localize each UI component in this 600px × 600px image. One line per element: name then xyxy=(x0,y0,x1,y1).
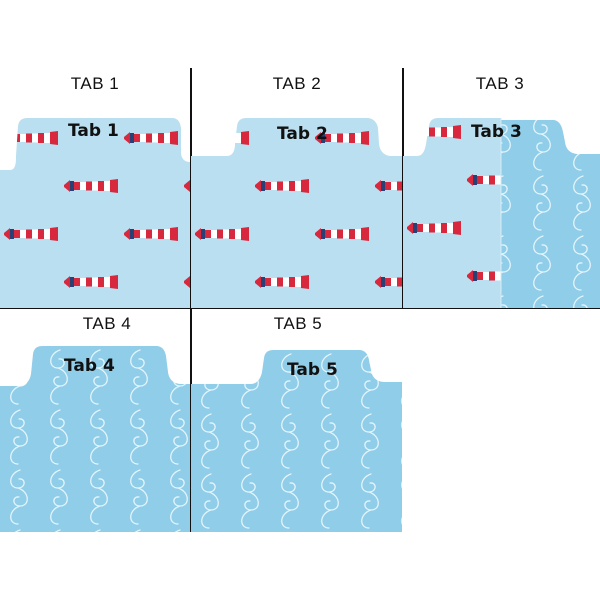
tab-label-tab-2: Tab 2 xyxy=(277,124,328,144)
tab-label-tab-1: Tab 1 xyxy=(68,121,119,141)
grid-vertical-line-1 xyxy=(190,68,192,532)
grid-vertical-line-2 xyxy=(402,68,404,308)
tab-label-tab-4: Tab 4 xyxy=(64,356,115,376)
divider-card-tab-2[interactable]: Tab 2 xyxy=(191,118,402,308)
cell-label-tab-1: TAB 1 xyxy=(70,74,120,93)
divider-card-tab-4[interactable]: Tab 4 xyxy=(0,346,190,532)
divider-card-tab-3[interactable]: Tab 3 xyxy=(403,112,600,308)
cell-label-tab-2: TAB 2 xyxy=(272,74,322,93)
divider-card-tab-5[interactable]: Tab 5 xyxy=(191,350,402,532)
cell-label-tab-4: TAB 4 xyxy=(82,314,132,333)
divider-card-tab-1[interactable]: Tab 1 xyxy=(0,118,190,308)
cell-label-tab-5: TAB 5 xyxy=(273,314,323,333)
tab-label-tab-3: Tab 3 xyxy=(471,122,522,142)
cell-label-tab-3: TAB 3 xyxy=(475,74,525,93)
tab-label-tab-5: Tab 5 xyxy=(287,360,338,380)
